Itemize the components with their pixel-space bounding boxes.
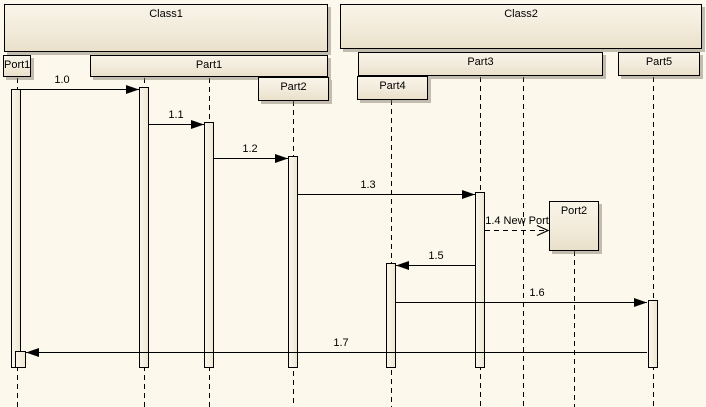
message-label: 1.3 bbox=[360, 179, 376, 191]
activation-part5[interactable] bbox=[648, 300, 658, 368]
part1-box[interactable]: Part1 bbox=[90, 55, 328, 77]
activation-part1[interactable] bbox=[204, 122, 214, 368]
part2-label: Part2 bbox=[280, 81, 307, 93]
activation-part2[interactable] bbox=[288, 156, 298, 368]
class1-label: Class1 bbox=[149, 8, 183, 20]
activation-part3[interactable] bbox=[475, 192, 485, 368]
part3-label: Part3 bbox=[467, 56, 494, 68]
part1-label: Part1 bbox=[195, 59, 223, 71]
activation-port1-nested[interactable] bbox=[15, 351, 26, 368]
message-label: 1.7 bbox=[333, 337, 349, 349]
part5-box[interactable]: Part5 bbox=[618, 52, 700, 76]
class1-box[interactable]: Class1 bbox=[4, 4, 328, 52]
message-label: 1.5 bbox=[428, 250, 444, 262]
part3-box[interactable]: Part3 bbox=[358, 52, 603, 76]
message-label: 1.1 bbox=[168, 109, 184, 121]
activation-part4[interactable] bbox=[386, 263, 396, 368]
message-label: 1.6 bbox=[529, 287, 545, 299]
class2-box[interactable]: Class2 bbox=[340, 4, 702, 49]
class2-label: Class2 bbox=[504, 8, 538, 20]
port1-box[interactable]: Port1 bbox=[3, 55, 31, 77]
part4-box[interactable]: Part4 bbox=[357, 76, 428, 100]
part2-box[interactable]: Part2 bbox=[258, 77, 329, 101]
port1-label: Port1 bbox=[4, 59, 30, 71]
message-label: 1.4 New Port bbox=[485, 215, 549, 227]
port2-box[interactable]: Port2 bbox=[549, 201, 599, 251]
port2-label: Port2 bbox=[560, 205, 588, 217]
message-label: 1.0 bbox=[54, 74, 70, 86]
part4-label: Part4 bbox=[379, 80, 406, 92]
message-label: 1.2 bbox=[242, 143, 258, 155]
part5-label: Part5 bbox=[645, 56, 673, 68]
activation-class1[interactable] bbox=[139, 87, 149, 368]
